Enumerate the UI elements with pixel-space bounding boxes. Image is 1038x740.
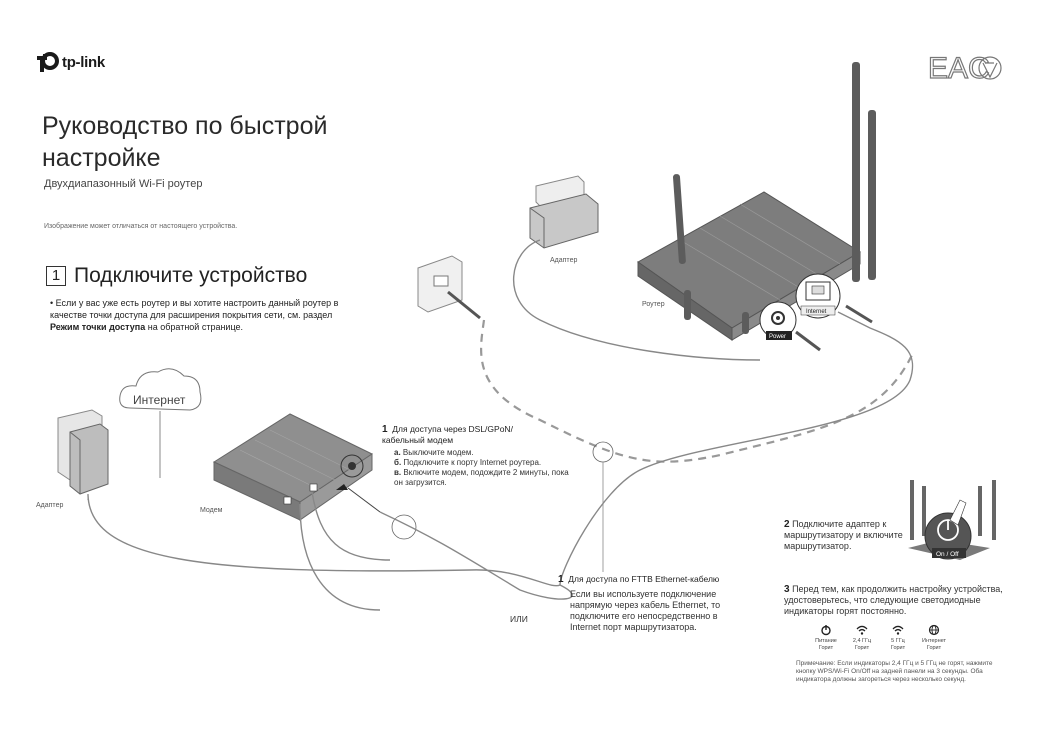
globe-icon — [928, 624, 940, 636]
dsl-item-b: б. Подключите к порту Internet роутера. — [394, 458, 542, 467]
modem-device-icon — [212, 413, 374, 521]
dsl-heading-text: Для доступа через DSL/GPoN/кабельный мод… — [382, 424, 513, 445]
dsl-instructions-heading: 1 Для доступа через DSL/GPoN/кабельный м… — [382, 424, 552, 446]
power-icon — [821, 625, 831, 636]
step-3-number: 3 — [784, 584, 790, 595]
or-label: ИЛИ — [510, 614, 528, 624]
router-label: Роутер — [642, 301, 665, 308]
internet-port-label: Internet — [806, 309, 827, 315]
page-title: Руководство по быстрой настройке — [42, 112, 328, 172]
step-2-text: Подключите адаптер к маршрутизатору и вк… — [784, 519, 903, 551]
brand-name: tp-link — [62, 53, 105, 71]
dsl-item-a: a. Выключите модем. — [394, 448, 474, 457]
page-subtitle: Двухдиапазонный Wi-Fi роутер — [44, 178, 203, 190]
step-1-heading: 1 Подключите устройство — [46, 264, 307, 288]
image-disclaimer: Изображение может отличаться от настояще… — [44, 223, 238, 230]
note-text-part1: Если у вас уже есть роутер и вы хотите н… — [50, 298, 339, 320]
wifi-icon — [856, 625, 868, 635]
eac-mark-text: EAC — [928, 52, 990, 85]
ftth-heading-text: Для доступа по FTTB Ethernet-кабелю — [568, 574, 720, 584]
router-device-icon — [637, 62, 876, 341]
internet-cloud-icon — [119, 368, 202, 411]
dsl-instructions-list: a. Выключите модем. б. Подключите к порт… — [394, 448, 574, 488]
modem-label: Модем — [200, 507, 223, 514]
step-3-text: Перед тем, как продолжить настройку устр… — [784, 584, 1003, 616]
note-bold-link: Режим точки доступа — [50, 322, 146, 332]
eac-certification-mark: EAC — [927, 46, 1004, 91]
access-point-note: • Если у вас уже есть роутер и вы хотите… — [50, 298, 339, 332]
on-off-label: On / Off — [936, 551, 959, 558]
dsl-item-c: в. Включите модем, подождите 2 минуты, п… — [394, 468, 569, 487]
adapter-top-label: Адаптер — [550, 257, 577, 264]
router-power-button-illustration — [908, 480, 996, 560]
tp-link-logo: tp-link — [33, 50, 105, 74]
step-2-instructions: 2 Подключите адаптер к маршрутизатору и … — [784, 519, 904, 552]
ftth-body-text: Если вы используете подключение напрямую… — [570, 589, 721, 632]
internet-label: Интернет — [133, 393, 186, 407]
left-power-adapter-icon — [57, 409, 109, 500]
zoom-circle — [391, 514, 417, 540]
ftth-instructions: 1 Для доступа по FTTB Ethernet-кабелю Ес… — [558, 574, 743, 633]
step-1-title: Подключите устройство — [74, 264, 308, 287]
wall-socket-icon — [417, 255, 481, 320]
adapter-left-label: Адаптер — [36, 502, 63, 509]
step-3-instructions: 3 Перед тем, как продолжить настройку ус… — [784, 584, 1014, 617]
power-port-label: Power — [769, 334, 786, 340]
ftth-heading: 1 Для доступа по FTTB Ethernet-кабелю — [558, 574, 720, 585]
zoom-circle-2 — [592, 441, 614, 463]
top-power-adapter-icon — [529, 175, 599, 249]
indicator-footnote: Примечание: Если индикаторы 2,4 ГГц и 5 … — [796, 660, 993, 683]
note-text-part2: на обратной странице. — [145, 322, 244, 332]
dsl-step-number: 1 — [382, 424, 388, 435]
wifi-icon — [892, 625, 904, 635]
step-2-number: 2 — [784, 519, 790, 530]
step-1-number: 1 — [46, 266, 66, 286]
tp-link-logo-icon — [37, 52, 59, 72]
